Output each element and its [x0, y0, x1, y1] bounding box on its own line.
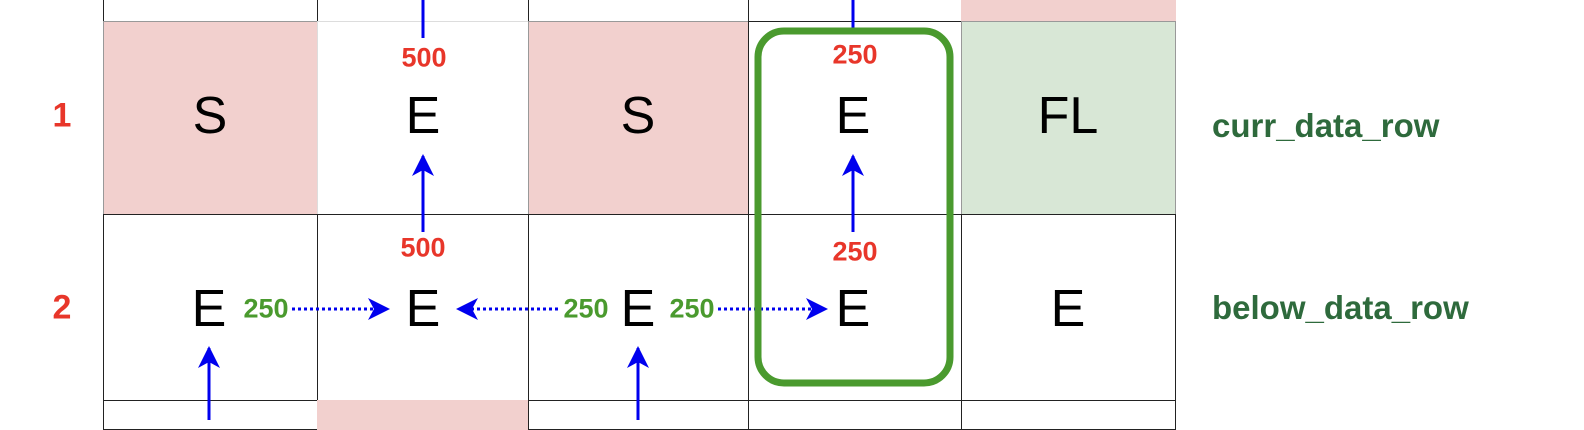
curr-cell-1-label: S	[192, 87, 228, 145]
highlight-box	[754, 27, 954, 387]
curr-cell-3	[528, 21, 749, 215]
curr-cell-2-label: E	[405, 87, 441, 145]
cost-below-col3-left: 250	[563, 293, 609, 324]
row-number-1: 1	[52, 96, 72, 135]
cost-below-col3-right: 250	[669, 293, 715, 324]
curr-data-row-label: curr_data_row	[1212, 107, 1440, 144]
below-data-row-label: below_data_row	[1212, 289, 1469, 326]
below-cell-4-label: E	[835, 280, 871, 338]
curr-cell-5-label: FL	[1037, 87, 1099, 145]
cost-below-col4: 250	[830, 236, 880, 267]
below-cell-1-label: E	[191, 280, 227, 338]
below-cell-3-label: E	[620, 280, 656, 338]
cost-below-col1-right: 250	[243, 293, 289, 324]
below-cell-2-label: E	[405, 280, 441, 338]
curr-cell-3-label: S	[620, 87, 656, 145]
cost-curr-col2: 500	[399, 42, 449, 73]
cost-below-col2: 500	[398, 232, 448, 263]
arrows-overlay	[198, 0, 954, 420]
row-number-2: 2	[52, 288, 72, 327]
curr-cell-4-label: E	[835, 87, 871, 145]
below-cell-5-label: E	[1050, 280, 1086, 338]
cost-curr-col4: 250	[830, 39, 880, 70]
